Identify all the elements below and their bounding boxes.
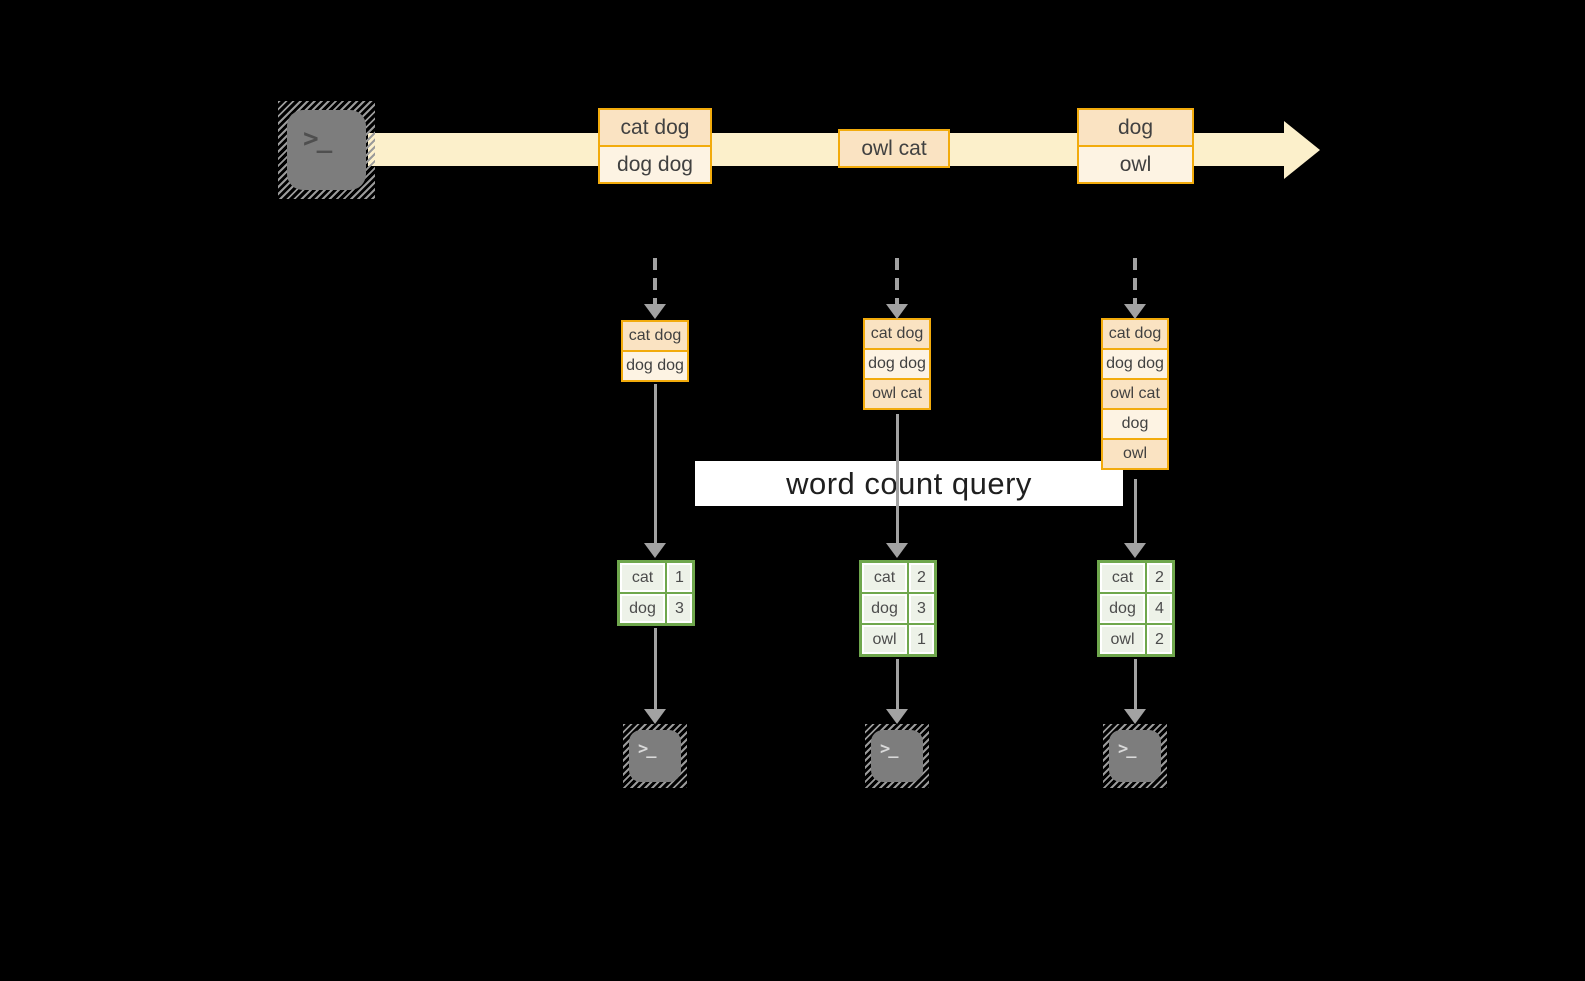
terminal-prompt-icon: >_ bbox=[880, 739, 899, 759]
stack-event: owl bbox=[1101, 438, 1169, 470]
output-arrow bbox=[1134, 659, 1137, 710]
output-arrow bbox=[654, 628, 657, 710]
count-cell: 2 bbox=[1146, 562, 1173, 593]
stream-event: owl cat bbox=[838, 129, 950, 168]
input-stack-1: cat dog dog dog bbox=[621, 320, 689, 382]
terminal-prompt-icon: >_ bbox=[303, 124, 332, 154]
stream-event: cat dog bbox=[598, 108, 712, 147]
word-cell: dog bbox=[619, 593, 666, 624]
terminal-icon: >_ bbox=[278, 101, 375, 199]
count-cell: 3 bbox=[908, 593, 935, 624]
terminal-icon: >_ bbox=[865, 724, 929, 788]
dashed-arrowhead-icon bbox=[1124, 304, 1146, 319]
stream-batch-1: cat dog dog dog bbox=[598, 108, 712, 184]
count-cell: 3 bbox=[666, 593, 693, 624]
stack-event: cat dog bbox=[1101, 318, 1169, 350]
query-arrow bbox=[896, 414, 899, 544]
dashed-arrowhead-icon bbox=[886, 304, 908, 319]
terminal-screen: >_ bbox=[1109, 730, 1161, 782]
stream-event: dog dog bbox=[598, 145, 712, 184]
dashed-arrowhead-icon bbox=[644, 304, 666, 319]
terminal-prompt-icon: >_ bbox=[1118, 739, 1137, 759]
word-cell: dog bbox=[1099, 593, 1146, 624]
input-stack-2: cat dog dog dog owl cat bbox=[863, 318, 931, 410]
terminal-screen: >_ bbox=[629, 730, 681, 782]
result-table-3: cat 2 dog 4 owl 2 bbox=[1097, 560, 1175, 657]
query-band: word count query bbox=[695, 461, 1123, 506]
query-arrow bbox=[654, 384, 657, 544]
terminal-screen: >_ bbox=[287, 110, 366, 190]
output-arrowhead-icon bbox=[886, 709, 908, 724]
result-table-2: cat 2 dog 3 owl 1 bbox=[859, 560, 937, 657]
word-cell: dog bbox=[861, 593, 908, 624]
dashed-arrow bbox=[1133, 258, 1137, 306]
dashed-arrow bbox=[653, 258, 657, 306]
stack-event: dog dog bbox=[863, 348, 931, 380]
count-cell: 1 bbox=[908, 624, 935, 655]
stack-event: cat dog bbox=[621, 320, 689, 352]
word-cell: owl bbox=[1099, 624, 1146, 655]
stream-batch-2: owl cat bbox=[838, 129, 950, 168]
dashed-arrow bbox=[895, 258, 899, 306]
query-arrowhead-icon bbox=[644, 543, 666, 558]
stream-event: dog bbox=[1077, 108, 1194, 147]
result-table-1: cat 1 dog 3 bbox=[617, 560, 695, 626]
query-arrowhead-icon bbox=[1124, 543, 1146, 558]
stack-event: dog dog bbox=[1101, 348, 1169, 380]
output-arrowhead-icon bbox=[1124, 709, 1146, 724]
stack-event: cat dog bbox=[863, 318, 931, 350]
terminal-icon: >_ bbox=[623, 724, 687, 788]
count-cell: 2 bbox=[1146, 624, 1173, 655]
query-label: word count query bbox=[786, 465, 1032, 501]
count-cell: 2 bbox=[908, 562, 935, 593]
output-arrowhead-icon bbox=[644, 709, 666, 724]
input-stack-3: cat dog dog dog owl cat dog owl bbox=[1101, 318, 1169, 470]
word-cell: cat bbox=[861, 562, 908, 593]
stack-event: owl cat bbox=[1101, 378, 1169, 410]
count-cell: 1 bbox=[666, 562, 693, 593]
stack-event: dog dog bbox=[621, 350, 689, 382]
query-arrowhead-icon bbox=[886, 543, 908, 558]
terminal-screen: >_ bbox=[871, 730, 923, 782]
query-arrow bbox=[1134, 479, 1137, 544]
word-cell: cat bbox=[619, 562, 666, 593]
terminal-prompt-icon: >_ bbox=[638, 739, 657, 759]
output-arrow bbox=[896, 659, 899, 710]
terminal-icon: >_ bbox=[1103, 724, 1167, 788]
stream-arrowhead-icon bbox=[1284, 121, 1320, 179]
count-cell: 4 bbox=[1146, 593, 1173, 624]
stream-event: owl bbox=[1077, 145, 1194, 184]
word-cell: owl bbox=[861, 624, 908, 655]
word-cell: cat bbox=[1099, 562, 1146, 593]
stack-event: owl cat bbox=[863, 378, 931, 410]
stream-batch-3: dog owl bbox=[1077, 108, 1194, 184]
stack-event: dog bbox=[1101, 408, 1169, 440]
